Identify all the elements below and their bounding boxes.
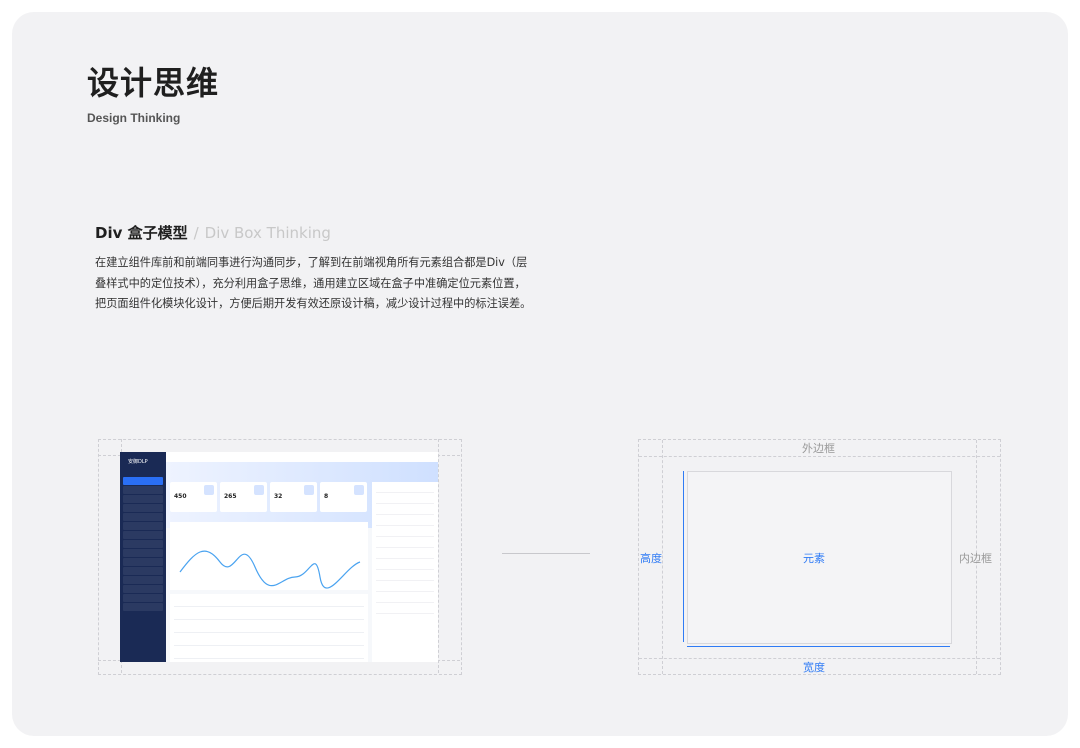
list-item	[376, 484, 434, 493]
kpi-icon	[354, 485, 364, 495]
section-description: 在建立组件库前和前端同事进行沟通同步，了解到在前端视角所有元素组合都是Div（层…	[95, 256, 532, 310]
dashboard-screenshot: 安御DLP 450 265 32 8	[120, 452, 438, 662]
kpi-value: 265	[224, 493, 237, 500]
list-item	[376, 605, 434, 614]
table-row	[174, 594, 364, 607]
guide-line	[662, 440, 663, 674]
dashboard-sidebar: 安御DLP	[120, 452, 166, 662]
sidebar-item	[123, 486, 163, 494]
sidebar-item	[123, 603, 163, 611]
element-box	[687, 471, 952, 644]
dashboard-topbar	[166, 452, 438, 462]
kpi-card: 8	[320, 482, 367, 512]
kpi-icon	[254, 485, 264, 495]
sidebar-item	[123, 558, 163, 566]
kpi-value: 32	[274, 493, 283, 500]
list-item	[376, 561, 434, 570]
list-item	[376, 583, 434, 592]
table-row	[174, 620, 364, 633]
width-dimension-line	[687, 646, 950, 647]
list-item	[376, 506, 434, 515]
list-item	[376, 539, 434, 548]
width-label: 宽度	[803, 661, 825, 674]
right-panel	[372, 482, 438, 662]
inner-frame-label: 内边框	[959, 552, 992, 565]
sidebar-item	[123, 549, 163, 557]
table-row	[174, 646, 364, 659]
sidebar-item	[123, 522, 163, 530]
kpi-value: 450	[174, 493, 187, 500]
section-separator: /	[193, 224, 199, 242]
section-heading: Div 盒子模型 / Div Box Thinking	[95, 222, 331, 243]
sidebar-item	[123, 576, 163, 584]
list-item	[376, 594, 434, 603]
list-item	[376, 517, 434, 526]
guide-line	[976, 440, 977, 674]
kpi-card: 450	[170, 482, 217, 512]
height-dimension-line	[683, 471, 684, 642]
sidebar-item	[123, 531, 163, 539]
trend-chart-svg	[179, 550, 361, 589]
dashboard-logo: 安御DLP	[128, 459, 148, 465]
trend-chart	[170, 522, 368, 590]
kpi-icon	[204, 485, 214, 495]
outer-frame-label: 外边框	[802, 442, 835, 455]
list-item	[376, 495, 434, 504]
height-label: 高度	[640, 552, 662, 565]
sidebar-item	[123, 594, 163, 602]
table-row	[174, 607, 364, 620]
sidebar-item	[123, 504, 163, 512]
sidebar-item	[123, 567, 163, 575]
list-item	[376, 528, 434, 537]
list-item	[376, 550, 434, 559]
page-title: 设计思维	[87, 64, 220, 102]
sidebar-item	[123, 495, 163, 503]
dashboard-guides	[98, 439, 462, 675]
guide-line	[639, 456, 1000, 457]
guide-line	[639, 658, 1000, 659]
kpi-value: 8	[324, 493, 329, 500]
sidebar-item	[123, 513, 163, 521]
table-row	[174, 633, 364, 646]
sidebar-item	[123, 540, 163, 548]
kpi-card: 32	[270, 482, 317, 512]
kpi-card: 265	[220, 482, 267, 512]
section-title: Div 盒子模型	[95, 224, 188, 242]
sidebar-item	[123, 585, 163, 593]
event-table	[170, 594, 368, 662]
list-item	[376, 572, 434, 581]
outer-frame	[638, 439, 1001, 675]
sidebar-item	[123, 477, 163, 485]
section-title-en: Div Box Thinking	[204, 224, 331, 242]
arrow-connector	[502, 553, 590, 554]
kpi-icon	[304, 485, 314, 495]
element-label: 元素	[803, 552, 825, 565]
page-subtitle: Design Thinking	[87, 111, 181, 125]
